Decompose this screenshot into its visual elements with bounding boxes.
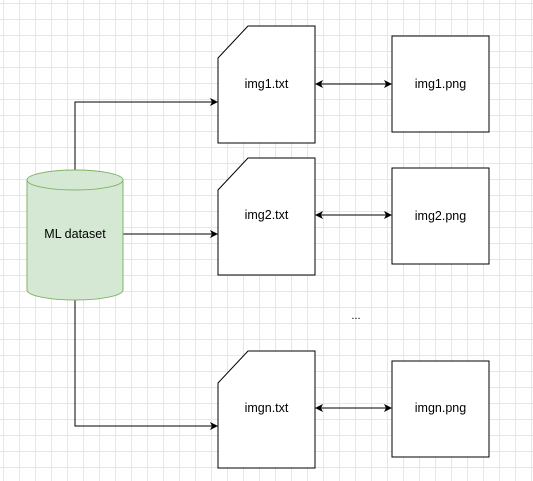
ml-dataset-cylinder[interactable] xyxy=(26,169,124,301)
text-file-shape-img1[interactable] xyxy=(217,25,316,144)
connector-dataset-to-img1-txt[interactable] xyxy=(74,98,218,170)
image-file-box-imgn[interactable] xyxy=(391,360,490,458)
connector-dataset-to-imgn-txt[interactable] xyxy=(74,298,218,430)
text-file-shape-img2[interactable] xyxy=(217,157,316,276)
text-file-shape-imgn[interactable] xyxy=(217,350,316,469)
image-file-box-img1[interactable] xyxy=(391,35,490,133)
image-file-box-img2[interactable] xyxy=(391,167,490,265)
